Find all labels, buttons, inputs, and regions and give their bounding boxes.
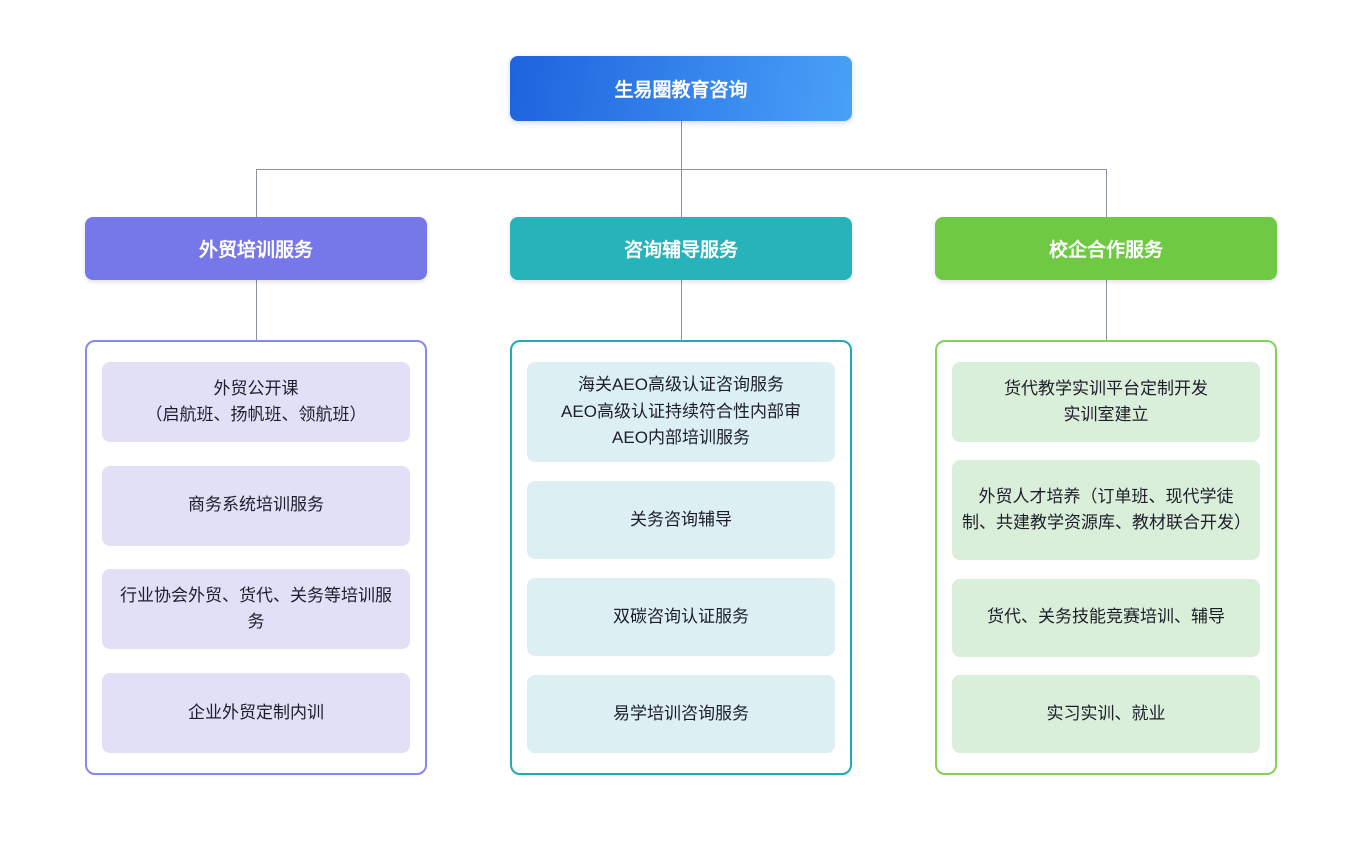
trade-item-open-course: 外贸公开课 （启航班、扬帆班、领航班） — [102, 362, 410, 442]
branch-header-school: 校企合作服务 — [935, 217, 1277, 280]
connector-drop-school — [1106, 169, 1107, 217]
branch-header-trade: 外贸培训服务 — [85, 217, 427, 280]
school-item-talent: 外贸人才培养（订单班、现代学徒制、共建教学资源库、教材联合开发） — [952, 460, 1260, 561]
branch-header-school-label: 校企合作服务 — [1048, 240, 1163, 261]
consult-item-yixue: 易学培训咨询服务 — [527, 675, 835, 753]
school-item-internship: 实习实训、就业 — [952, 674, 1260, 753]
branch-container-school: 货代教学实训平台定制开发 实训室建立 外贸人才培养（订单班、现代学徒制、共建教学… — [935, 340, 1277, 775]
trade-item-business-system: 商务系统培训服务 — [102, 465, 410, 546]
school-item-platform: 货代教学实训平台定制开发 实训室建立 — [952, 362, 1260, 442]
consult-item-aeo: 海关AEO高级认证咨询服务 AEO高级认证持续符合性内部审 AEO内部培训服务 — [527, 362, 835, 462]
school-item-competition: 货代、关务技能竞赛培训、辅导 — [952, 578, 1260, 657]
root-node: 生易圈教育咨询 — [510, 56, 852, 121]
connector-trade-to-list — [256, 280, 257, 340]
trade-item-custom-training: 企业外贸定制内训 — [102, 672, 410, 753]
branch-header-consult: 咨询辅导服务 — [510, 217, 852, 280]
connector-drop-consult — [681, 169, 682, 217]
connector-root-down — [681, 121, 682, 169]
connector-school-to-list — [1106, 280, 1107, 340]
consult-item-customs: 关务咨询辅导 — [527, 481, 835, 559]
connector-drop-trade — [256, 169, 257, 217]
consult-item-dual-carbon: 双碳咨询认证服务 — [527, 578, 835, 656]
branch-container-consult: 海关AEO高级认证咨询服务 AEO高级认证持续符合性内部审 AEO内部培训服务 … — [510, 340, 852, 775]
branch-container-trade: 外贸公开课 （启航班、扬帆班、领航班） 商务系统培训服务 行业协会外贸、货代、关… — [85, 340, 427, 775]
branch-header-trade-label: 外贸培训服务 — [198, 240, 313, 261]
root-node-label: 生易圈教育咨询 — [614, 80, 748, 101]
connector-consult-to-list — [681, 280, 682, 340]
trade-item-association: 行业协会外贸、货代、关务等培训服务 — [102, 569, 410, 650]
branch-header-consult-label: 咨询辅导服务 — [623, 240, 738, 261]
